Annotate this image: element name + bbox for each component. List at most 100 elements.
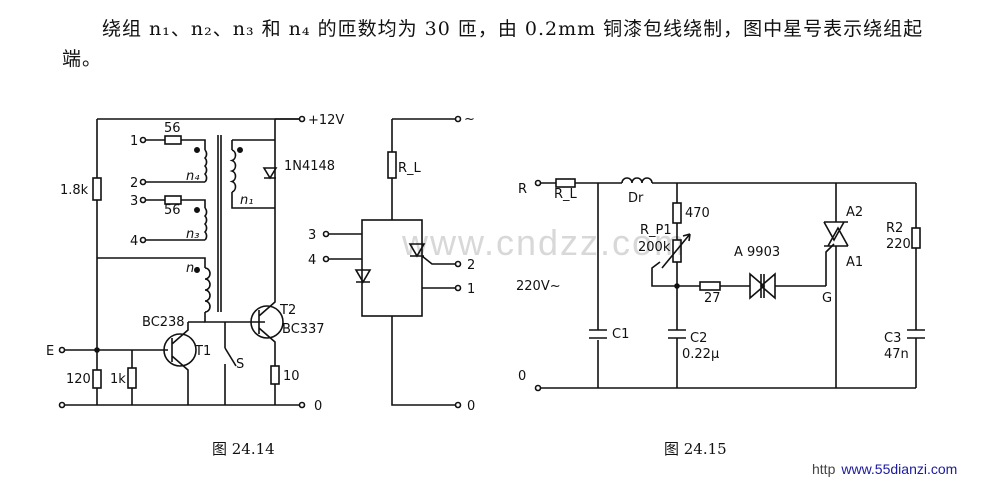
label-c3-name: C3 xyxy=(884,331,901,346)
label-c2-value: 0.22μ xyxy=(682,347,719,362)
capacitor-c1 xyxy=(589,329,607,339)
opto-top-wire xyxy=(391,118,455,220)
triac-symbol xyxy=(823,221,849,247)
resistor-10 xyxy=(270,365,280,385)
resistor-rl-right xyxy=(555,178,576,188)
label-diac: A 9903 xyxy=(734,245,780,260)
label-r120: 120 xyxy=(66,372,91,387)
winding-dot-n4 xyxy=(194,147,201,154)
label-r18k: 1.8k xyxy=(60,183,89,198)
terminal-ground-mid xyxy=(454,401,462,409)
label-r56a: 56 xyxy=(164,121,181,136)
label-r10: 10 xyxy=(283,369,300,384)
resistor-rl-mid xyxy=(387,151,397,179)
rp1-wiper-wire xyxy=(651,261,700,287)
potentiometer-rp1 xyxy=(672,239,682,263)
transistor-t2 xyxy=(250,305,284,339)
label-r2-name: R2 xyxy=(886,221,903,236)
label-r470: 470 xyxy=(685,206,710,221)
terminal-2 xyxy=(139,178,147,186)
label-rl-right: R_L xyxy=(554,187,578,202)
inductor-dr xyxy=(621,177,653,184)
label-mains: 220V~ xyxy=(516,279,561,294)
label-ac-top: ~ xyxy=(464,112,475,127)
label-terminal-1: 1 xyxy=(130,134,138,149)
input-e-terminal xyxy=(58,346,66,354)
transistor-t1 xyxy=(163,333,197,367)
resistor-470 xyxy=(672,202,682,224)
label-supply: +12V xyxy=(308,113,344,128)
label-c3-value: 47n xyxy=(884,347,909,362)
diac-a9903 xyxy=(749,272,776,300)
terminal-out-1 xyxy=(454,284,462,292)
label-t2-model: BC337 xyxy=(282,322,325,337)
label-ground-left: 0 xyxy=(314,399,322,414)
label-r56b: 56 xyxy=(164,203,181,218)
label-ground-mid: 0 xyxy=(467,399,475,414)
label-rp1-name: R_P1 xyxy=(640,223,672,238)
label-ground-right: 0 xyxy=(518,369,526,384)
resistor-120 xyxy=(92,369,102,389)
n3-wire xyxy=(145,199,206,241)
resistor-56b xyxy=(164,195,182,205)
label-r2-value: 220 xyxy=(886,237,911,252)
watermark: www.cndzz.com xyxy=(402,222,687,263)
capacitor-c2 xyxy=(668,329,686,339)
label-c1: C1 xyxy=(612,327,629,342)
label-diode: 1N4148 xyxy=(284,159,335,174)
site-prefix: http xyxy=(812,461,836,477)
label-gate: G xyxy=(822,291,832,306)
transistor-t2-leads xyxy=(258,119,276,405)
label-r27: 27 xyxy=(704,291,721,306)
diode-1n4148 xyxy=(262,167,278,180)
terminal-ac-top xyxy=(454,115,462,123)
ground-left-terminal xyxy=(58,401,66,409)
label-terminal-2: 2 xyxy=(130,176,138,191)
winding-dot-n3 xyxy=(194,207,201,214)
label-t1-model: BC238 xyxy=(142,315,185,330)
junction-dot xyxy=(94,347,100,353)
label-n1: n₁ xyxy=(240,193,253,208)
label-n2: n₂ xyxy=(186,261,199,276)
terminal-in-4 xyxy=(322,255,330,263)
label-dr: Dr xyxy=(628,191,644,206)
winding-dot-n1 xyxy=(237,147,244,154)
transistor-t1-leads xyxy=(171,322,189,405)
circuit-fig-24-14 xyxy=(58,115,306,409)
label-c2-name: C2 xyxy=(690,331,707,346)
resistor-27 xyxy=(699,281,721,291)
circuit-opto-module xyxy=(322,115,462,409)
resistor-r2 xyxy=(911,227,921,249)
coil-n1 xyxy=(229,149,237,193)
label-out1: 1 xyxy=(467,282,475,297)
resistor-56a xyxy=(164,135,182,145)
n4-wire xyxy=(145,139,206,183)
potentiometer-arrow xyxy=(661,233,691,269)
terminal-3 xyxy=(139,196,147,204)
opto-input-wires xyxy=(328,233,362,260)
resistor-1-8k xyxy=(92,177,102,201)
label-n3: n₃ xyxy=(186,227,199,242)
label-in4: 4 xyxy=(308,253,316,268)
opto-ground-wire xyxy=(391,316,455,406)
terminal-4 xyxy=(139,236,147,244)
winding-dot-n2 xyxy=(194,266,201,273)
coil-n3 xyxy=(203,207,208,241)
label-a2: A2 xyxy=(846,205,863,220)
n2-wire xyxy=(97,257,265,323)
transformer-core xyxy=(217,135,222,312)
label-r1k: 1k xyxy=(110,372,126,387)
circuit-fig-24-15 xyxy=(534,177,925,392)
junction-c2 xyxy=(674,283,680,289)
label-terminal-4: 4 xyxy=(130,234,138,249)
terminal-out-2 xyxy=(454,260,462,268)
label-rp1-value: 200k xyxy=(638,240,671,255)
description-text: 绕组 n₁、n₂、n₃ 和 n₄ 的匝数均为 30 匝，由 0.2mm 铜漆包线… xyxy=(62,18,924,70)
caption-fig-24-14: 图 24.14 xyxy=(212,440,275,458)
terminal-r xyxy=(534,179,542,187)
resistor-1k xyxy=(127,367,137,389)
switch-s-blade xyxy=(224,347,237,367)
label-input-e: E xyxy=(46,344,54,359)
coil-n4 xyxy=(203,149,208,183)
